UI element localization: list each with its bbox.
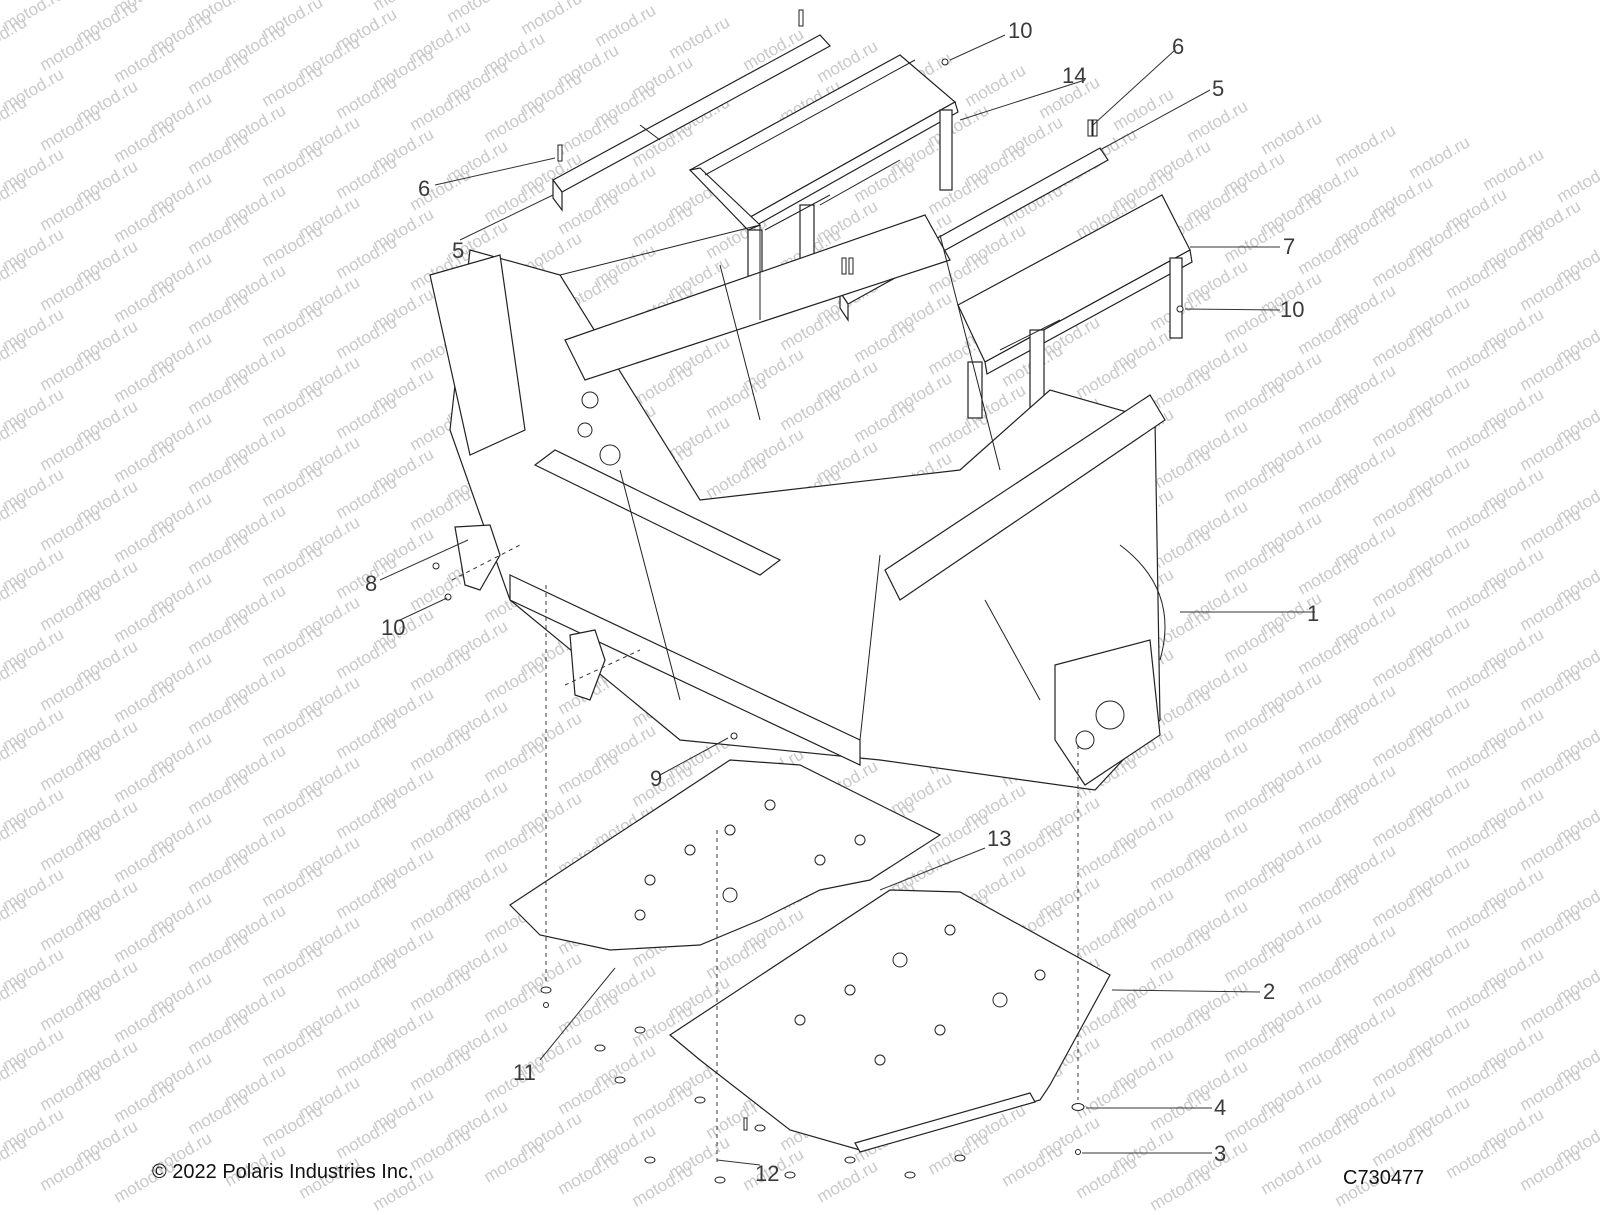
- callout-4: 4: [1214, 1095, 1227, 1120]
- callout-6-left: 6: [418, 176, 431, 201]
- callout-9: 9: [650, 766, 663, 791]
- part-13-skid-plate: [509, 759, 942, 951]
- callout-10-left: 10: [381, 615, 406, 640]
- skid-plate-holes: [634, 799, 1046, 1066]
- callout-8: 8: [365, 571, 378, 596]
- part-1-main-chassis: [429, 214, 1166, 791]
- fasteners: [432, 9, 1184, 1184]
- callout-1: 1: [1307, 601, 1320, 626]
- callout-12: 12: [755, 1161, 780, 1186]
- part-2-skid-plate: [668, 889, 1111, 1153]
- callout-14: 14: [1062, 63, 1087, 88]
- callout-10-right: 10: [1280, 297, 1305, 322]
- callout-5-left: 5: [452, 238, 465, 263]
- callout-10-top: 10: [1008, 18, 1033, 43]
- part-5-rail-left: [552, 34, 831, 212]
- copyright-notice: © 2022 Polaris Industries Inc.: [152, 1161, 414, 1183]
- callout-11: 11: [513, 1060, 536, 1085]
- figure-id: C730477: [1343, 1167, 1425, 1189]
- callout-5-right: 5: [1212, 76, 1225, 101]
- callout-7: 7: [1283, 234, 1296, 259]
- callout-3: 3: [1214, 1141, 1227, 1166]
- callout-13: 13: [987, 826, 1012, 851]
- callout-2: 2: [1263, 979, 1276, 1004]
- callout-6-right: 6: [1172, 34, 1185, 59]
- part-7-bench-frame: [957, 194, 1193, 423]
- leader-lines: [379, 34, 1315, 1166]
- alignment-lines: [451, 544, 1079, 1165]
